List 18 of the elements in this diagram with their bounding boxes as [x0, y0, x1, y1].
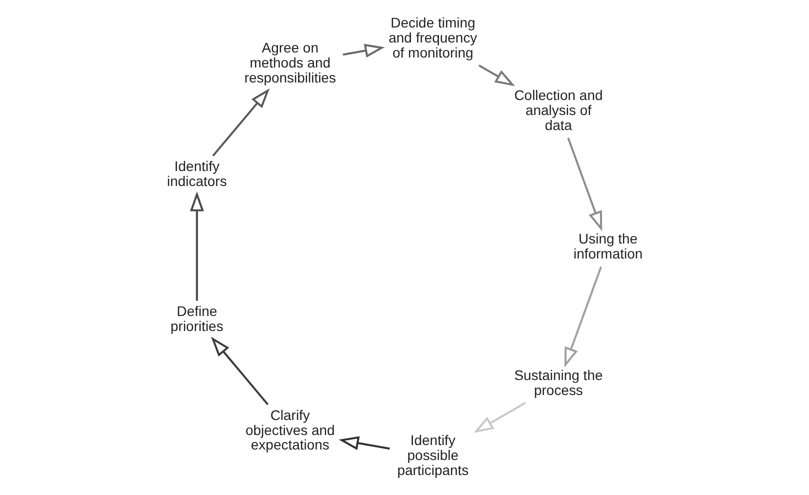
node-text: Collection and analysis of data: [514, 86, 602, 133]
arrow: [338, 436, 390, 450]
node-text: Decide timing and frequency of monitoring: [388, 14, 477, 60]
node-text: Identify possible participants: [396, 432, 468, 478]
arrow: [566, 138, 602, 232]
node-text: Clarify objectives and expectations: [244, 406, 334, 453]
node-text: Sustaining the process: [514, 366, 602, 398]
node-text: Define priorities: [170, 303, 223, 334]
node-text: Agree on methods and responsibilities: [244, 40, 336, 86]
arrow: [210, 336, 268, 406]
arrow: [212, 88, 270, 157]
arrow: [189, 191, 204, 301]
arrow: [564, 266, 602, 368]
arrow: [472, 402, 526, 433]
arrow: [342, 44, 384, 58]
node-text: Using the information: [573, 230, 642, 262]
arrow: [478, 64, 515, 86]
node-text: Identify indicators: [166, 158, 226, 190]
